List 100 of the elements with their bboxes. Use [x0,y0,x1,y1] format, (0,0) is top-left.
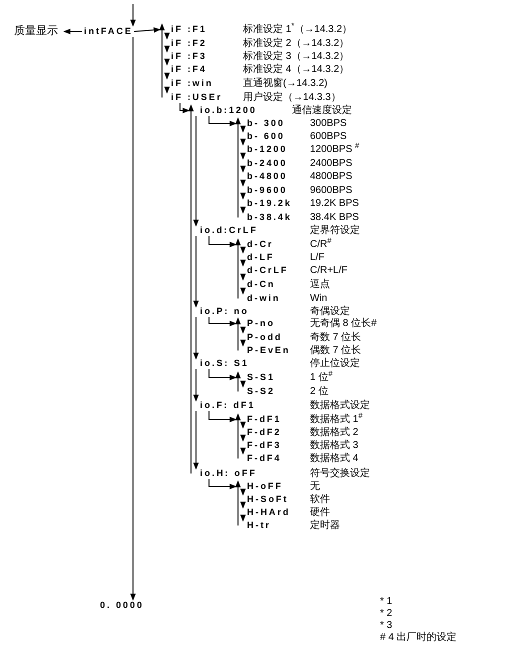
setting-description: 定界符设定 [310,225,360,236]
setting-description: L/F [310,252,324,263]
arrow [240,488,246,496]
arrow [240,448,246,455]
arrow [193,316,199,360]
arrow [164,58,170,66]
arrow [240,434,246,442]
setting-description: 奇数 7 位长 [310,332,362,343]
footnote: * 3 [380,620,392,631]
menu-code: b-38.4k [247,212,293,223]
menu-code: b- 600 [247,131,286,142]
arrow [235,317,241,351]
menu-code: P-no [247,318,276,329]
menu-code: b-9600 [247,185,288,196]
arrow [208,316,237,326]
menu-code: iF :F3 [171,51,208,62]
setting-description: 偶数 7 位长 [310,345,362,356]
menu-code: iF :F4 [171,64,208,75]
setting-description: 数据格式 4 [310,453,358,464]
setting-description: 标准设定 1$^{*}$（→14.3.2） [243,24,352,35]
setting-description: 1 位$^{#}$ [310,372,333,383]
arrow [159,23,165,98]
menu-code: F-dF2 [247,427,282,438]
menu-code: b- 300 [247,118,286,129]
arrow [240,192,246,200]
arrow [235,238,241,299]
menu-code: F-dF3 [247,440,282,451]
setting-description: 无 [310,481,320,492]
setting-description: 2400BPS [310,158,352,169]
arrow [240,260,246,267]
menu-code: d-Cr [247,239,274,250]
menu-code: d-CrLF [247,265,290,276]
menu-code: P-EvEn [247,345,292,356]
arrow [240,246,246,254]
arrow [193,236,199,308]
menu-code: b-1200 [247,144,288,155]
display-label: 质量显示 [14,26,58,37]
menu-code: H-oFF [247,481,284,492]
setting-description: 符号交换设定 [310,468,370,479]
arrow [208,478,237,490]
arrow [164,32,170,40]
setting-description: 数据格式设定 [310,400,370,411]
setting-description: 1200BPS $^{#}$ [310,144,360,155]
menu-code: F-dF4 [247,453,282,464]
setting-description: Win [310,293,328,304]
arrow [193,116,199,227]
menu-code: b-19.2k [247,198,293,209]
arrow [164,46,170,53]
menu-code: iF :F1 [171,24,208,35]
footnote: * 2 [380,608,392,619]
arrow [240,166,246,173]
menu-code: 0. 0000 [100,600,144,611]
arrow [134,27,161,33]
menu-code: b-2400 [247,158,288,169]
setting-description: 2 位 [310,386,328,397]
menu-code: S-S1 [247,372,276,383]
setting-description: 奇偶设定 [310,306,350,317]
setting-description: C/R$^{#}$ [310,239,332,250]
setting-description: 数据格式 2 [310,427,358,438]
arrow [240,126,246,133]
setting-description: 用户设定（→14.3.3） [243,92,341,103]
menu-code: d-win [247,293,282,304]
setting-description: 标准设定 4（→14.3.2） [243,64,350,75]
arrow [188,104,194,474]
arrow [130,4,136,27]
arrow [193,368,199,402]
arrow [240,180,246,187]
arrow [235,117,241,218]
arrow [240,502,246,509]
menu-code: io.S: S1 [200,358,250,369]
setting-description: 直通视窗(→14.3.2) [243,78,328,89]
arrow [240,152,246,160]
setting-description: 19.2K BPS [310,198,359,209]
arrow [208,410,237,422]
setting-description: 停止位设定 [310,358,360,369]
arrow [235,413,241,459]
setting-description: 38.4K BPS [310,212,359,223]
arrow [208,236,237,248]
footnote: * 1 [380,596,392,607]
menu-code: F-dF1 [247,414,282,425]
arrow [240,340,246,347]
menu-code: H-HArd [247,507,292,518]
arrow [63,28,82,34]
menu-code: io.H: oFF [200,468,258,479]
setting-description: 数据格式 1$^{#}$ [310,414,363,425]
setting-description: 无奇偶 8 位长# [310,318,377,329]
menu-code: H-SoFt [247,494,290,505]
arrow [180,102,190,114]
menu-code: H-tr [247,520,272,531]
setting-description: 逗点 [310,279,330,290]
menu-code: P-odd [247,332,284,343]
arrow [240,326,246,334]
arrow [235,371,241,392]
arrow [240,422,246,429]
menu-code: iF :F2 [171,38,208,49]
setting-description: 定时器 [310,520,340,531]
setting-description: 数据格式 3 [310,440,358,451]
arrow [164,86,170,94]
menu-code: iF :win [171,78,214,89]
arrow [240,288,246,295]
